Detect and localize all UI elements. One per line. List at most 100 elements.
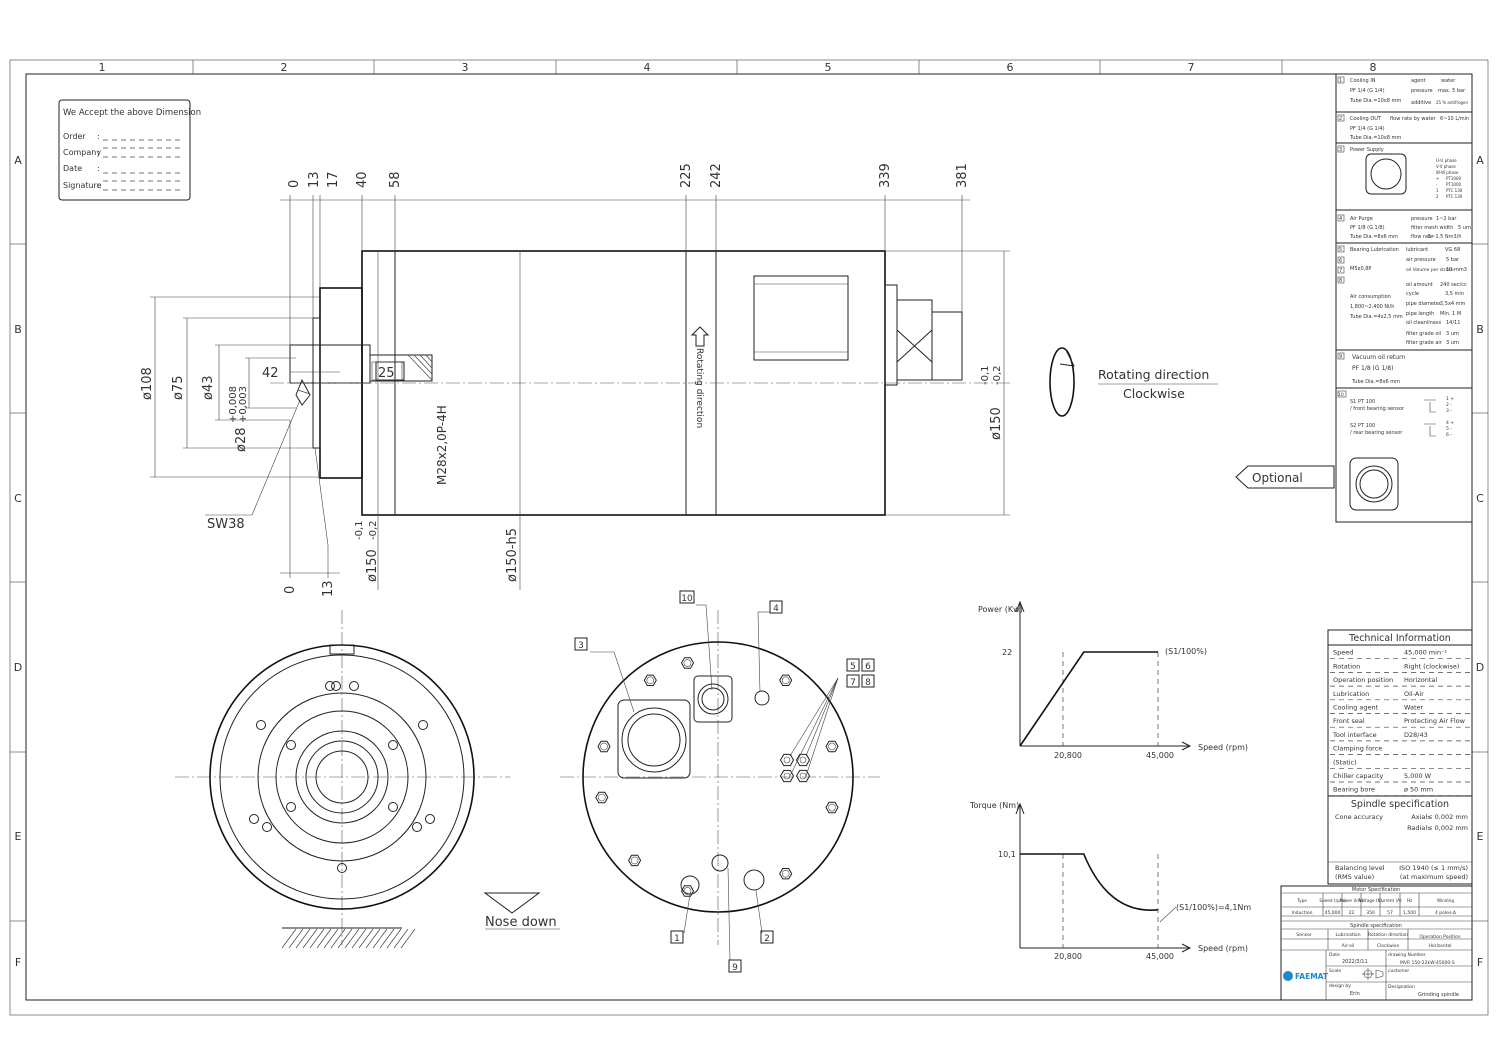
- power-pin: 1: [1436, 188, 1439, 193]
- sensor-pin: 4 +: [1446, 420, 1454, 426]
- callout-8: 8: [865, 678, 871, 688]
- lube-prop: lubricant: [1406, 247, 1428, 253]
- motor-header: Hz: [1407, 898, 1413, 903]
- note-2-line: Tube Dia.=10x8 mm: [1349, 135, 1401, 141]
- note-4-prop: pressure: [1411, 216, 1433, 222]
- lube-prop: pipe length: [1406, 311, 1434, 317]
- projection-symbol-icon: [1362, 968, 1384, 980]
- power-chart: Power (Kw) Speed (rpm) 22 20,800 45,000 …: [978, 600, 1248, 760]
- tech-label: Rotation: [1333, 662, 1360, 670]
- row-label: B: [14, 323, 22, 336]
- note-1-prop: agent: [1411, 78, 1425, 84]
- note-4-prop: flow rate: [1411, 234, 1433, 240]
- callout-7: 7: [850, 678, 856, 688]
- note-4-val: 1~2 bar: [1436, 216, 1457, 222]
- bolt-head: [595, 791, 609, 804]
- lube-val: 240 sec/cc: [1440, 282, 1467, 288]
- dia-150-right: ø150: [989, 407, 1004, 440]
- note-9-line: Tube Dia.=8x6 mm: [1351, 379, 1400, 385]
- note-1-prop: pressure: [1411, 88, 1433, 94]
- note-1-val: water: [1441, 78, 1456, 84]
- grid-column-labels: 1 2 3 4 5 6 7 8: [99, 60, 1377, 74]
- col-label: 1: [99, 61, 106, 74]
- bolt-hole: [349, 681, 359, 691]
- note-1-line: Tube Dia.=10x8 mm: [1349, 98, 1401, 104]
- power-pin: +: [1436, 176, 1439, 181]
- col-label: 8: [1370, 61, 1377, 74]
- bolt-hole: [256, 720, 266, 730]
- note-1-val: max. 5 bar: [1438, 88, 1466, 94]
- tol-minus-1: -0,1: [354, 520, 365, 540]
- row-label: C: [14, 492, 22, 505]
- callout-10: 10: [681, 594, 693, 604]
- sensor-pin: 3 -: [1446, 408, 1452, 414]
- torque-xtick-1: 20,800: [1054, 952, 1082, 961]
- note-1-line: Cooling IN: [1350, 78, 1376, 84]
- rear-view: [560, 604, 880, 961]
- col-label: 5: [825, 61, 832, 74]
- tol-right-2: -0,2: [992, 365, 1003, 385]
- note-5-line: Bearing Lubrication: [1350, 247, 1399, 253]
- tech-value: Right (clockwise): [1404, 662, 1459, 670]
- designation-value: Grinding spindle: [1418, 992, 1459, 998]
- bolt-hole: [331, 681, 341, 691]
- note-4-line: Tube Dia.=8x6 mm: [1349, 234, 1398, 240]
- dim-42: 42: [262, 366, 279, 381]
- balancing-label: Balancing level: [1335, 864, 1385, 872]
- note-2-num: 2: [1339, 116, 1342, 122]
- lube-prop: oil Volume per stroke: [1406, 267, 1454, 273]
- col-label: 4: [644, 61, 651, 74]
- spindle-spec-table: Spindle specification Cone accuracy Axia…: [1327, 795, 1473, 885]
- motor-value: 22: [1349, 910, 1355, 916]
- col-label: 6: [1007, 61, 1014, 74]
- note-2-prop: flow rate by water: [1390, 116, 1437, 122]
- lube-val: VG 68: [1445, 247, 1460, 253]
- bolt-head: [680, 885, 695, 897]
- tol-right-1: -0,1: [980, 365, 991, 385]
- note-1-prop: additive: [1411, 100, 1431, 106]
- lube-value: Air-oil: [1342, 943, 1355, 949]
- lube-prop: oil amount: [1406, 282, 1433, 288]
- note-4-prop: filter mesh width: [1411, 225, 1453, 231]
- lube-val: 5 bar: [1446, 257, 1460, 263]
- bolt-head: [628, 854, 642, 867]
- bolt-hole: [425, 814, 435, 824]
- motor-header: Type: [1296, 898, 1307, 903]
- motor-header: Voltage (V): [1359, 898, 1383, 903]
- rotating-direction: Rotating direction Clockwise: [1049, 347, 1218, 417]
- row-label: F: [15, 956, 21, 969]
- note-5-num: 5: [1339, 247, 1342, 253]
- note-5-line: M5x0,8P: [1350, 266, 1371, 272]
- motor-header: Power (kW): [1340, 898, 1364, 903]
- row-label: D: [1476, 661, 1484, 674]
- note-3-line: Power Supply: [1350, 147, 1384, 153]
- dim-top: 13: [307, 171, 322, 188]
- power-xtick-1: 20,800: [1054, 751, 1082, 760]
- bolt-hole: [412, 822, 422, 832]
- motor-header: Winding: [1437, 898, 1454, 903]
- bolt-hole: [388, 802, 398, 812]
- signature-field: Signature: [63, 181, 102, 190]
- tech-label: (Static): [1333, 758, 1357, 766]
- tech-value: D28/43: [1404, 731, 1428, 739]
- motor-value: 1,500: [1403, 910, 1416, 916]
- note-9-line: Vacuum oil return: [1352, 354, 1405, 361]
- power-pin: W-W phase: [1436, 170, 1459, 175]
- logo-text: FAEMAT: [1295, 972, 1329, 981]
- top-dimensions: 0 13 17 40 58 225 242 339 381: [280, 163, 970, 345]
- dim-top: 225: [679, 163, 694, 188]
- note-4-val: 1~1.5 Nm3/h: [1428, 234, 1462, 240]
- bolt-hole: [388, 740, 398, 750]
- motor-spec-title: Motor Specification: [1352, 887, 1400, 893]
- nose-down-label: Nose down: [485, 915, 557, 930]
- tech-value: 45,000 min⁻¹: [1404, 649, 1447, 657]
- lube-prop: air pressure: [1406, 257, 1436, 263]
- sensor-pin: 2 -: [1446, 402, 1452, 408]
- bolt-head: [825, 801, 839, 814]
- faemat-logo: FAEMAT: [1283, 971, 1329, 981]
- motor-value: 57: [1387, 910, 1393, 916]
- tol-minus-2: -0,2: [368, 520, 379, 540]
- power-xlabel: Speed (rpm): [1198, 743, 1248, 752]
- tech-label: Bearing bore: [1333, 786, 1375, 794]
